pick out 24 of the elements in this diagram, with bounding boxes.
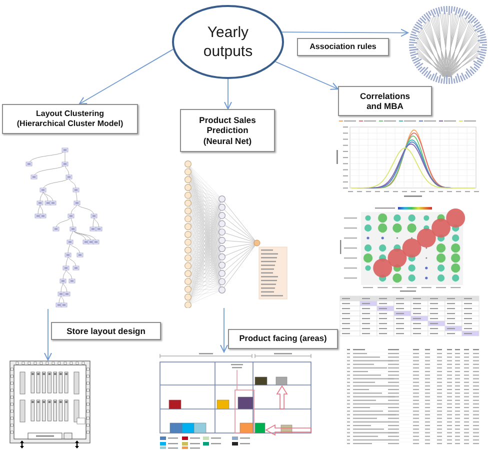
arrow bbox=[78, 48, 174, 104]
arrow bbox=[282, 28, 408, 37]
output-ellipse bbox=[172, 5, 284, 79]
tree-diagram bbox=[24, 145, 104, 309]
box-title: Layout Clustering (Hierarchical Cluster Model) bbox=[16, 109, 124, 129]
box-title: Product facing (areas) bbox=[239, 334, 327, 344]
box-title: Store layout design bbox=[66, 326, 146, 336]
box-title: Association rules bbox=[310, 42, 376, 52]
box-title: Correlations and MBA bbox=[358, 90, 412, 112]
store-floor-plan bbox=[9, 360, 91, 449]
box-title: Product Sales Prediction (Neural Net) bbox=[198, 115, 257, 146]
arrow bbox=[220, 308, 228, 352]
network-graph bbox=[408, 6, 488, 85]
step-box bbox=[51, 322, 161, 340]
step-box bbox=[228, 329, 338, 349]
ellipse-label: Yearly outputs bbox=[202, 22, 254, 62]
arrow bbox=[44, 308, 52, 360]
method-box bbox=[180, 109, 275, 152]
neural-network-diagram bbox=[184, 160, 288, 308]
arrow bbox=[224, 78, 232, 110]
method-box bbox=[2, 104, 138, 134]
method-box bbox=[338, 86, 432, 116]
arrow bbox=[274, 61, 338, 90]
method-box bbox=[297, 38, 389, 56]
